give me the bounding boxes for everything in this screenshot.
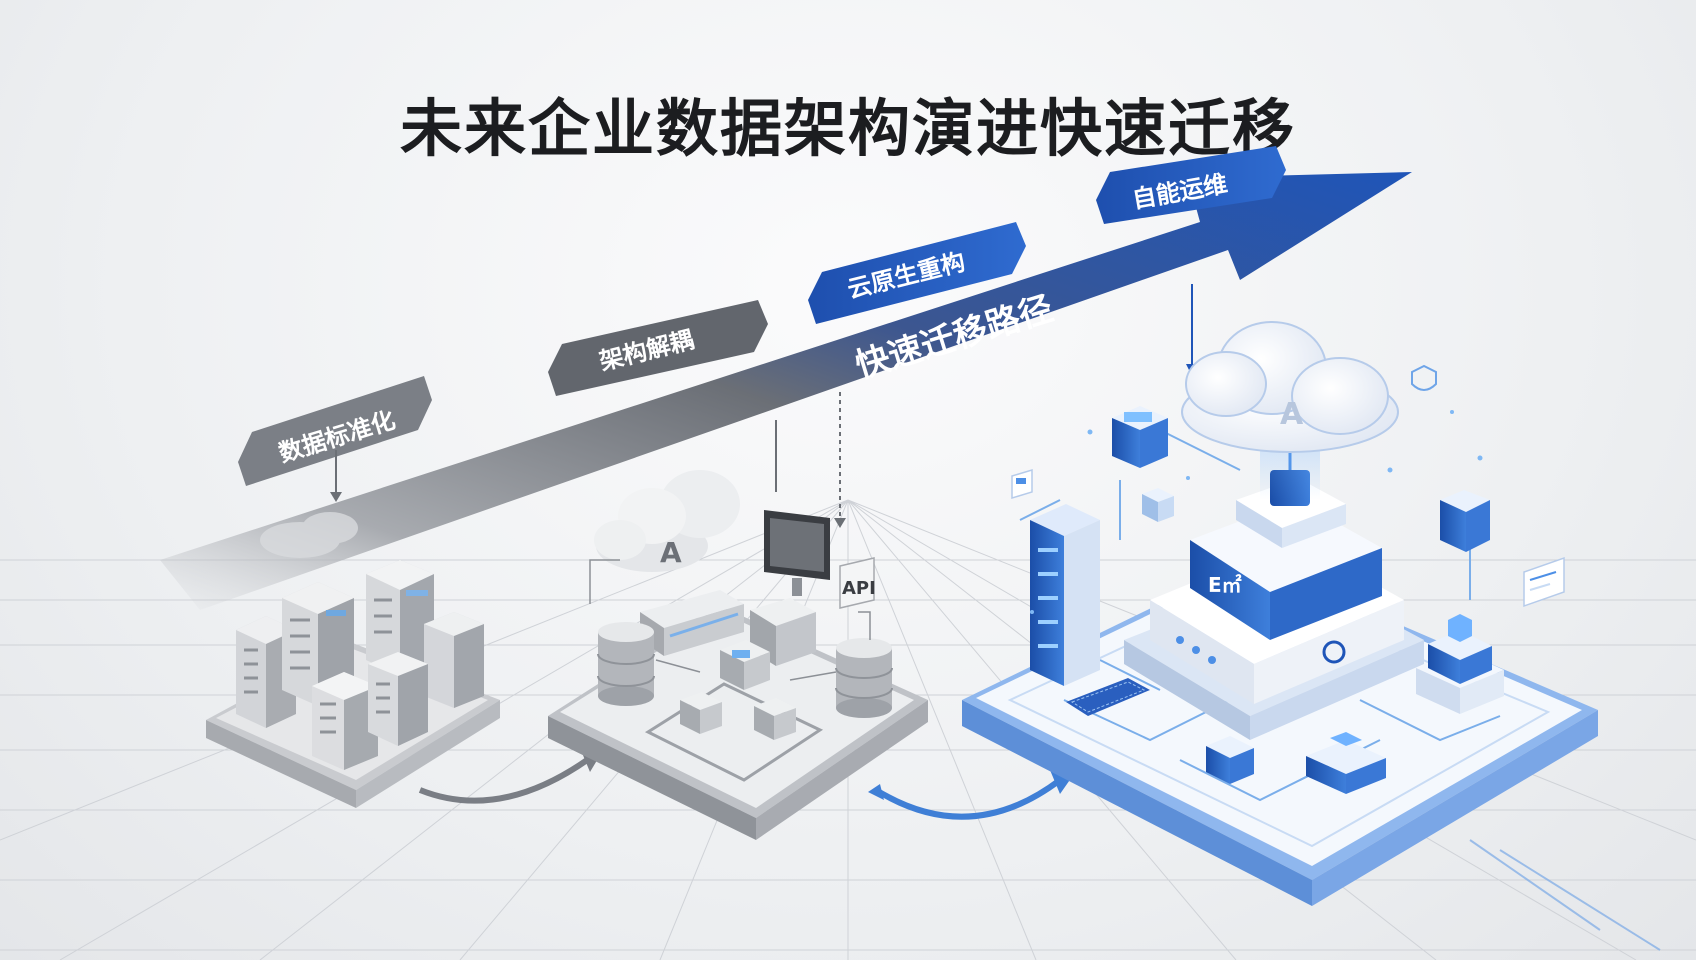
shield-icon	[1411, 364, 1437, 391]
service-cube-floating	[1112, 406, 1168, 468]
decoupled-platform: A API	[548, 470, 928, 840]
edge-node	[1306, 732, 1386, 794]
office-building	[424, 612, 484, 708]
cloud-ai-label: A	[660, 536, 682, 569]
api-block: API	[839, 557, 876, 609]
service-cube	[680, 692, 722, 734]
cloud-native-platform: Ε㎡ A	[962, 321, 1598, 906]
info-panel	[1011, 468, 1033, 500]
keyboard-icon	[1066, 678, 1150, 716]
cloud-ai-label-right: A	[1280, 397, 1304, 432]
light-streak	[1469, 839, 1661, 951]
service-cube	[754, 698, 796, 740]
ai-cloud-icon: A	[1181, 321, 1399, 453]
cloud-icon: A	[594, 470, 740, 572]
service-cube-floating	[1142, 488, 1174, 522]
database-icon	[835, 638, 893, 718]
office-building	[368, 652, 428, 746]
transition-arrow-cloud	[874, 777, 1062, 820]
api-label: API	[842, 578, 876, 599]
stage-banner-ops: 自能运维	[1096, 146, 1286, 376]
smoke-cloud	[260, 512, 358, 558]
transition-arrow-legacy	[418, 755, 592, 804]
core-platform-label: Ε㎡	[1208, 573, 1242, 597]
edge-node	[1416, 614, 1504, 714]
server-rack-tall	[1030, 504, 1100, 686]
service-cube	[720, 640, 770, 690]
service-cube-floating	[1440, 490, 1490, 552]
stage-banner-decoupling: 架构解耦	[548, 300, 846, 528]
page-title: 未来企业数据架构演进快速迁移	[399, 92, 1296, 165]
network-switch	[640, 590, 744, 656]
monitor-icon	[764, 510, 830, 596]
info-panel	[1523, 556, 1565, 608]
database-icon	[597, 622, 655, 706]
edge-node	[1206, 736, 1254, 784]
legacy-platform	[206, 560, 500, 808]
